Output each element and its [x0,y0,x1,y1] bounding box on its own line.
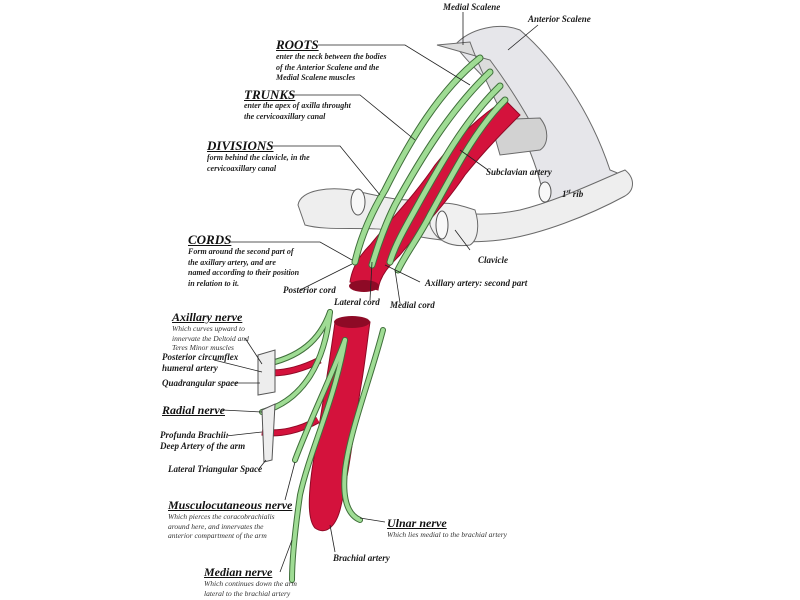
desc-axillary-nerve: Which curves upward to innervate the Del… [172,324,249,352]
desc-divisions: form behind the clavicle, in the cervico… [207,153,310,173]
heading-median-nerve: Median nerve [204,565,273,579]
heading-ulnar-nerve: Ulnar nerve [387,516,447,530]
label-clavicle: Clavicle [478,255,508,265]
label-lateral-cord: Lateral cord [334,297,380,307]
rib-cross-section [538,181,552,203]
subclavian-artery [349,99,521,291]
label-subclavian-artery: Subclavian artery [486,167,552,177]
quadrangular-space-box [257,349,276,396]
heading-musculocutaneous-nerve: Musculocutaneous nerve [168,498,293,512]
label-quadrangular-space: Quadrangular space [162,378,239,388]
first-rib-suffix: st [566,189,571,195]
plexus-upper-nerves-fill [352,55,508,273]
heading-radial-nerve: Radial nerve [162,403,225,417]
label-axillary-artery-second-part: Axillary artery: second part [425,278,528,288]
heading-cords: CORDS [188,232,232,247]
label-profunda-brachii: Profunda Brachii: Deep Artery of the arm [160,430,246,451]
axillary-artery-cut [349,280,379,292]
label-first-rib: 1st rib [562,187,583,200]
label-posterior-cord: Posterior cord [283,285,336,295]
clavicle-cross-section-left [350,188,366,216]
desc-ulnar-nerve: Which lies medial to the brachial artery [387,530,507,539]
heading-roots: ROOTS [276,37,319,52]
label-medial-cord: Medial cord [390,300,435,310]
leader-lines [213,12,539,573]
label-anterior-scalene: Anterior Scalene [528,14,591,24]
anterior-scalene-muscle [454,26,631,206]
desc-musculocutaneous-nerve: Which pierces the coracobrachialis aroun… [168,512,275,540]
label-medial-scalene: Medial Scalene [443,2,501,12]
label-lateral-triangular-space: Lateral Triangular Space [168,464,263,474]
heading-trunks: TRUNKS [244,87,296,102]
desc-median-nerve: Which continues down the arm lateral to … [204,579,297,598]
desc-trunks: enter the apex of axilla throught the ce… [244,101,351,121]
heading-divisions: DIVISIONS [207,138,274,153]
first-rib-number: 1 [562,189,567,199]
lateral-triangular-space-box [261,403,276,463]
heading-axillary-nerve: Axillary nerve [172,310,243,324]
label-posterior-circumflex-humeral-artery: Posterior circumflex humeral artery [162,352,239,373]
brachial-artery-cut [334,316,370,328]
desc-roots: enter the neck between the bodies of the… [276,52,387,82]
first-rib-word: rib [570,189,584,199]
desc-cords: Form around the second part of the axill… [188,247,300,288]
label-brachial-artery: Brachial artery [333,553,390,563]
clavicle-end [435,210,449,240]
